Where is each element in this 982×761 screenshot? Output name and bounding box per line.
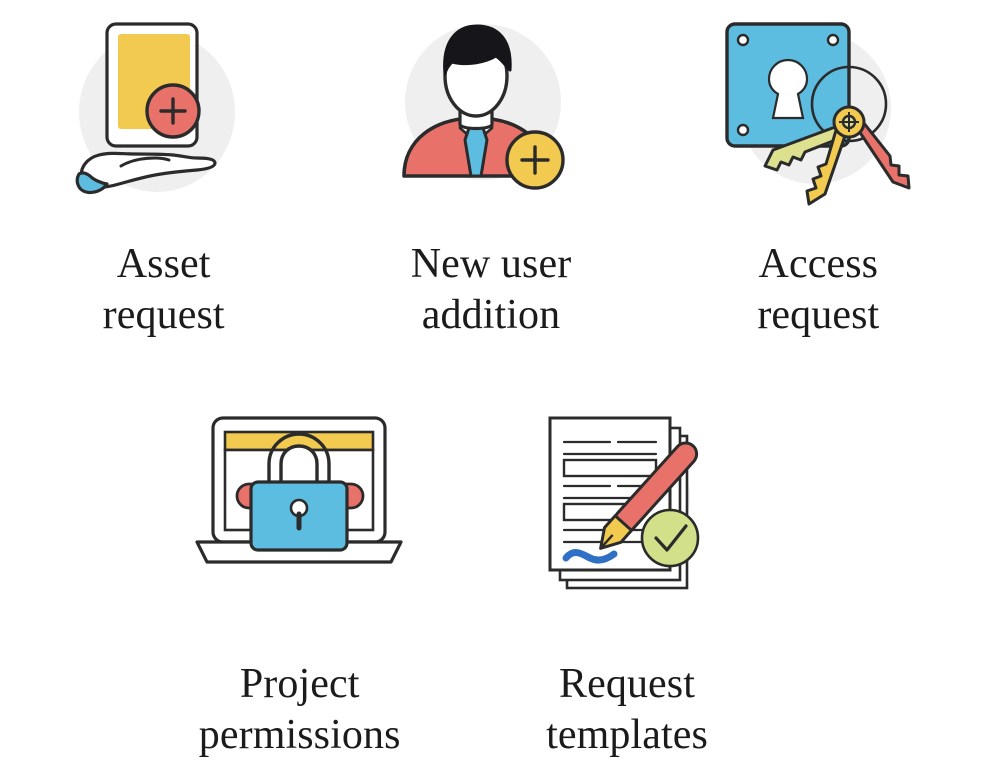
hand-holding-card-plus-icon xyxy=(49,8,279,213)
tile-request-templates[interactable]: Request templates xyxy=(463,380,790,760)
tile-project-permissions[interactable]: Project permissions xyxy=(136,380,463,760)
tile-label-asset-request: Asset request xyxy=(102,241,225,339)
tile-new-user-addition[interactable]: New user addition xyxy=(327,0,654,380)
tile-label-project-permissions: Project permissions xyxy=(198,661,401,759)
tile-label-new-user-addition: New user addition xyxy=(410,241,572,339)
tile-asset-request[interactable]: Asset request xyxy=(0,0,327,380)
icon-row-bottom: Project permissions xyxy=(0,380,982,760)
tile-label-request-templates: Request templates xyxy=(546,661,708,759)
documents-pen-check-icon xyxy=(512,402,742,607)
user-add-icon xyxy=(376,8,606,213)
laptop-padlock-icon xyxy=(185,402,415,607)
icon-row-top: Asset request xyxy=(0,0,982,380)
tile-label-access-request: Access request xyxy=(757,241,880,339)
tile-access-request[interactable]: Access request xyxy=(655,0,982,380)
lock-plate-with-keys-icon xyxy=(703,8,933,213)
